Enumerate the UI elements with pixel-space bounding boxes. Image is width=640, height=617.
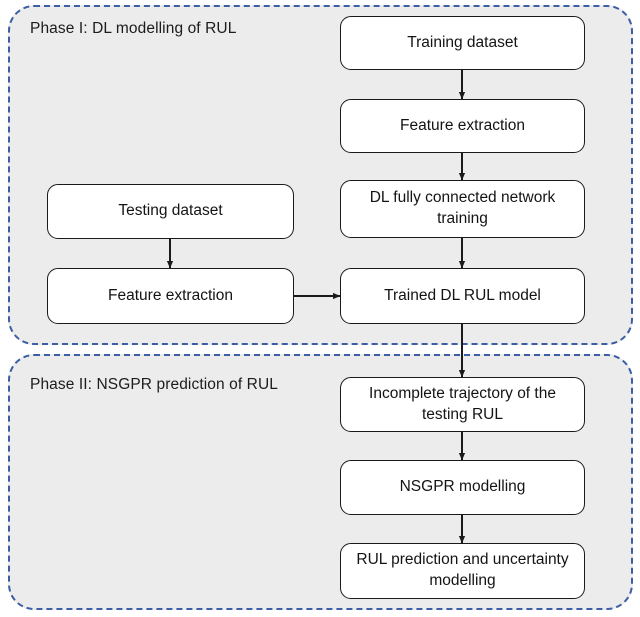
node-trained-dl-rul-model[interactable]: Trained DL RUL model: [340, 268, 585, 324]
node-training-dataset[interactable]: Training dataset: [340, 16, 585, 70]
node-nsgpr-modelling[interactable]: NSGPR modelling: [340, 460, 585, 515]
node-rul-prediction[interactable]: RUL prediction and uncertainty modelling: [340, 543, 585, 599]
node-testing-dataset[interactable]: Testing dataset: [47, 184, 294, 239]
phase-1-label: Phase I: DL modelling of RUL: [30, 20, 237, 37]
node-feature-extraction-testing[interactable]: Feature extraction: [47, 268, 294, 324]
phase-2-label: Phase II: NSGPR prediction of RUL: [30, 376, 278, 393]
node-incomplete-trajectory[interactable]: Incomplete trajectory of the testing RUL: [340, 377, 585, 432]
node-dl-network-training[interactable]: DL fully connected network training: [340, 180, 585, 238]
node-feature-extraction-training[interactable]: Feature extraction: [340, 99, 585, 153]
